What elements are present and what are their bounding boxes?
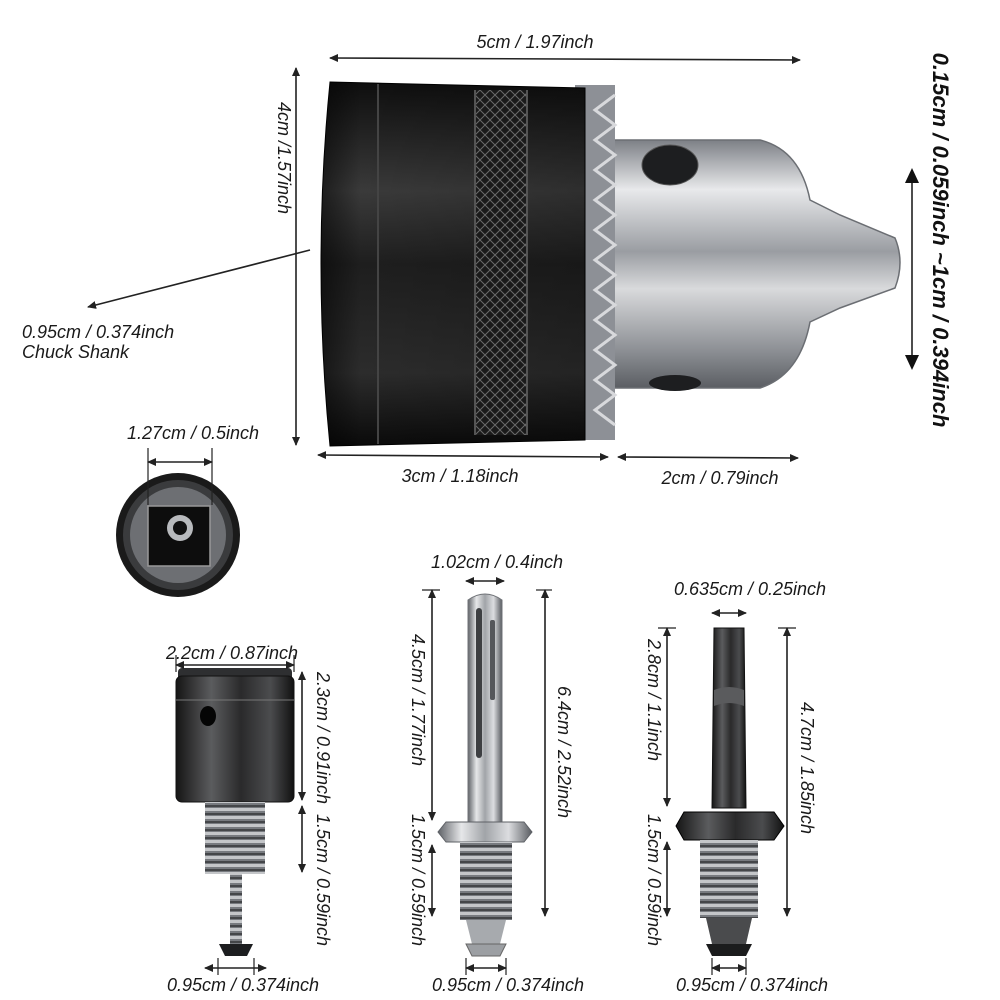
hex-width-label: 0.635cm / 0.25inch: [674, 579, 826, 599]
capacity-label: 0.15cm / 0.059inch ~1cm / 0.394inch: [928, 53, 953, 428]
sds-width-label: 1.02cm / 0.4inch: [431, 552, 563, 572]
chuck-knurled-band: [475, 90, 527, 435]
socket-adapter-dimensions: [175, 655, 306, 975]
hex-adapter-dimensions: [658, 609, 796, 975]
sds-adapter-dimensions: [422, 577, 552, 975]
hex-adapter: [675, 627, 785, 956]
hex-bottom-label: 0.95cm / 0.374inch: [676, 975, 828, 995]
sds-total-label: 6.4cm / 2.52inch: [554, 686, 574, 818]
chuck-nose-hole-top: [641, 144, 699, 186]
sds-bottom-label: 0.95cm / 0.374inch: [432, 975, 584, 995]
socket-adapter-thread: [205, 802, 265, 874]
chuck-nose-body: [599, 139, 901, 389]
socket-adapter-hole: [200, 706, 216, 726]
hex-shank: [711, 627, 747, 809]
socket-adapter-body-label: 2.3cm / 0.91inch: [313, 671, 333, 804]
sds-shank: [467, 593, 503, 823]
socket-adapter-screw-head: [219, 944, 253, 956]
socket-adapter-thread-label: 1.5cm / 0.59inch: [313, 814, 333, 946]
sds-thread: [460, 842, 512, 920]
hex-thread-label: 1.5cm / 0.59inch: [644, 814, 664, 946]
hex-screw-head: [706, 944, 752, 956]
square-socket-label: 1.27cm / 0.5inch: [127, 423, 259, 443]
sds-thread-label: 1.5cm / 0.59inch: [408, 814, 428, 946]
socket-adapter-body: [175, 675, 295, 803]
hex-thread: [700, 840, 758, 918]
chuck-shank-name-label: Chuck Shank: [22, 342, 130, 362]
chuck-width-label: 5cm / 1.97inch: [476, 32, 593, 52]
sds-adapter: [437, 593, 533, 957]
chuck-nose-hole-bottom: [649, 375, 701, 391]
chuck-dimensions: [87, 54, 919, 462]
socket-adapter-width-label: 2.2cm / 0.87inch: [165, 643, 298, 663]
socket-end-view: [116, 448, 240, 597]
hex-total-label: 4.7cm / 1.85inch: [797, 702, 817, 834]
nose-length-label: 2cm / 0.79inch: [660, 468, 778, 488]
hex-shank-label: 2.8cm / 1.1inch: [644, 638, 664, 761]
drill-chuck: [320, 81, 901, 447]
sds-shank-label: 4.5cm / 1.77inch: [408, 634, 428, 766]
sds-screw-head: [465, 943, 507, 957]
socket-adapter-bottom-label: 0.95cm / 0.374inch: [167, 975, 319, 995]
sleeve-length-label: 3cm / 1.18inch: [401, 466, 518, 486]
hex-nut: [675, 811, 785, 841]
chuck-shank-size-label: 0.95cm / 0.374inch: [22, 322, 174, 342]
sds-hex-nut: [437, 821, 533, 843]
chuck-height-label: 4cm /1.57inch: [274, 102, 294, 214]
socket-adapter: [175, 668, 295, 956]
